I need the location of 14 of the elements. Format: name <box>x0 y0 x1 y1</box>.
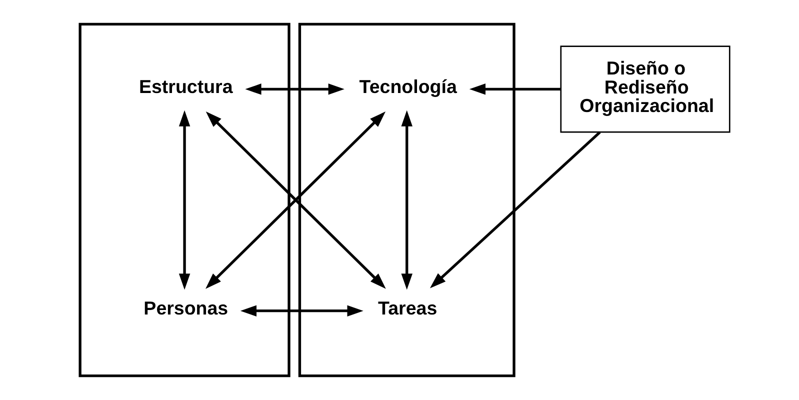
node-text: Personas <box>144 297 228 318</box>
node-text: Tareas <box>378 297 438 318</box>
arrow <box>178 110 190 290</box>
arrow <box>430 131 601 288</box>
arrow <box>245 84 344 95</box>
arrow <box>240 305 364 316</box>
arrow <box>469 84 561 95</box>
cluster <box>78 22 290 378</box>
node-text: Estructura <box>139 76 233 97</box>
node-box: Diseño o Rediseño Organizacional <box>560 46 730 133</box>
cluster <box>298 22 516 378</box>
node-text: Tecnología <box>359 76 457 97</box>
arrow <box>401 110 412 290</box>
arrow <box>206 112 386 289</box>
